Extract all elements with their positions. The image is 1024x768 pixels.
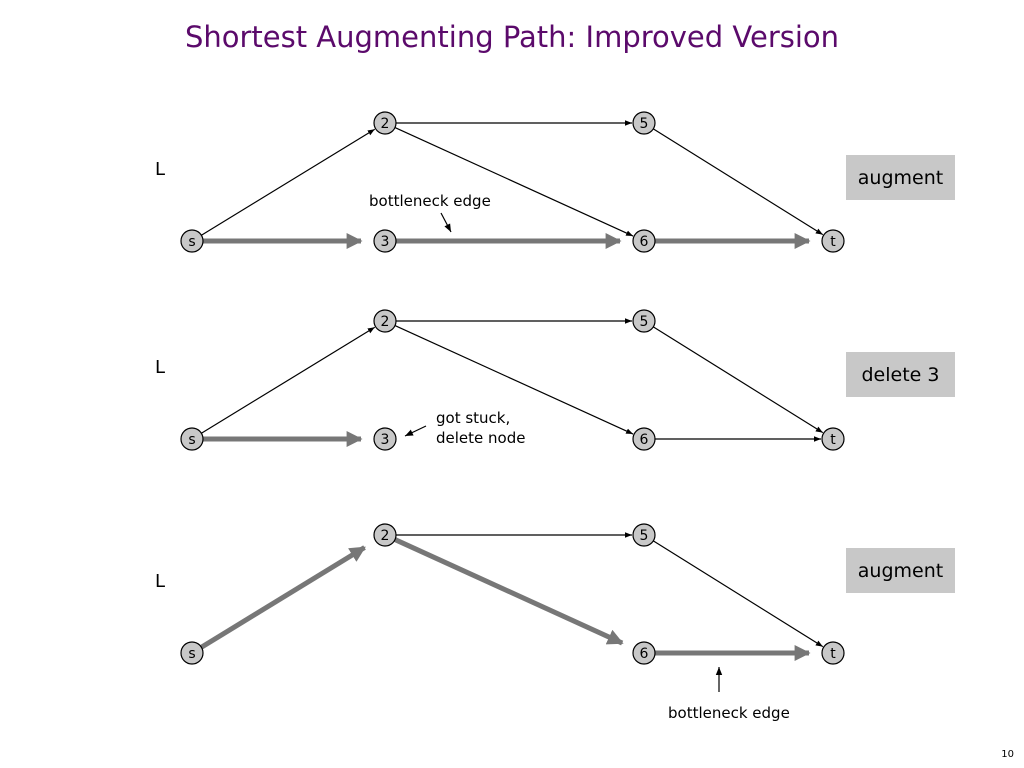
page-number: 10 [1001, 749, 1014, 760]
node-5-panel-3: 5 [632, 523, 656, 547]
node-label: 6 [640, 646, 649, 662]
annotation-got-stuck-line-1: got stuck, [436, 409, 510, 427]
edge-s-2-panel-3 [200, 545, 366, 650]
node-label: 6 [640, 234, 649, 250]
action-box-delete-3: delete 3 [846, 352, 955, 397]
node-label: 5 [640, 116, 649, 132]
annotation-bottleneck-edge-2: bottleneck edge [668, 704, 790, 722]
node-2-panel-1: 2 [373, 111, 397, 135]
node-label: 5 [640, 528, 649, 544]
node-label: 3 [381, 432, 390, 448]
node-circle [373, 229, 397, 253]
action-box-augment-2: augment [846, 548, 955, 593]
action-box-augment-1: augment [846, 155, 955, 200]
node-circle [373, 523, 397, 547]
node-circle [632, 641, 656, 665]
node-circle [373, 111, 397, 135]
node-5-panel-1: 5 [632, 111, 656, 135]
node-3-panel-2: 3 [373, 427, 397, 451]
edge-2-6-panel-2 [394, 325, 634, 435]
node-6-panel-1: 6 [632, 229, 656, 253]
node-circle [373, 427, 397, 451]
node-6-panel-3: 6 [632, 641, 656, 665]
annotation-bottleneck-edge-1: bottleneck edge [369, 192, 491, 210]
node-3-panel-1: 3 [373, 229, 397, 253]
edge-5-t-panel-3 [653, 540, 824, 648]
node-label: s [188, 646, 195, 662]
edge-s-2-panel-2 [201, 326, 376, 434]
node-label: s [188, 432, 195, 448]
node-2-panel-2: 2 [373, 309, 397, 333]
node-s-panel-1: s [180, 229, 204, 253]
layer-label-panel-3: L [155, 571, 165, 592]
node-t-panel-1: t [821, 229, 845, 253]
edge-5-t-panel-1 [653, 128, 824, 236]
node-circle [180, 427, 204, 451]
node-circle [821, 641, 845, 665]
layer-label-panel-2: L [155, 357, 165, 378]
annotation-arrow-1 [440, 212, 452, 233]
node-label: 5 [640, 314, 649, 330]
node-circle [632, 309, 656, 333]
node-t-panel-3: t [821, 641, 845, 665]
layer-label-panel-1: L [155, 159, 165, 180]
node-circle [180, 641, 204, 665]
node-s-panel-2: s [180, 427, 204, 451]
node-s-panel-3: s [180, 641, 204, 665]
node-label: 6 [640, 432, 649, 448]
node-circle [632, 427, 656, 451]
node-label: 2 [381, 314, 390, 330]
node-circle [821, 229, 845, 253]
annotation-got-stuck-line-2: delete node [436, 429, 525, 447]
node-label: t [830, 432, 836, 448]
node-t-panel-2: t [821, 427, 845, 451]
node-circle [632, 229, 656, 253]
node-label: t [830, 234, 836, 250]
edge-5-t-panel-2 [653, 326, 824, 434]
node-circle [373, 309, 397, 333]
node-label: 2 [381, 116, 390, 132]
node-circle [632, 111, 656, 135]
node-5-panel-2: 5 [632, 309, 656, 333]
node-circle [821, 427, 845, 451]
edge-2-6-panel-1 [394, 127, 634, 237]
node-label: s [188, 234, 195, 250]
node-6-panel-2: 6 [632, 427, 656, 451]
edge-2-6-panel-3 [393, 537, 624, 646]
node-label: 3 [381, 234, 390, 250]
slide-title: Shortest Augmenting Path: Improved Versi… [184, 20, 840, 54]
node-2-panel-3: 2 [373, 523, 397, 547]
annotation-arrow-2 [404, 425, 427, 437]
node-label: 2 [381, 528, 390, 544]
edge-s-2-panel-1 [201, 128, 376, 236]
node-circle [180, 229, 204, 253]
node-label: t [830, 646, 836, 662]
node-circle [632, 523, 656, 547]
